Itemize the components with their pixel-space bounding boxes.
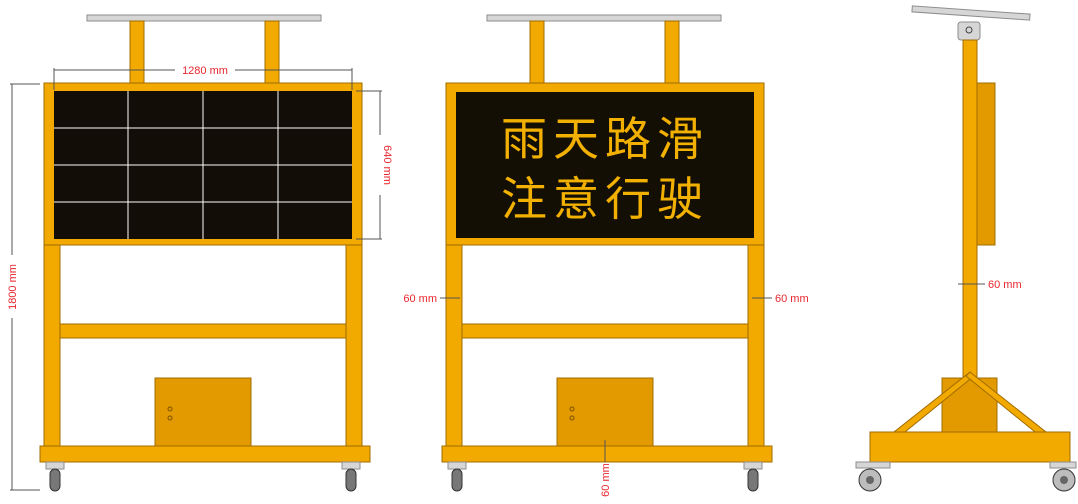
solar-mast-left [129, 20, 145, 84]
solar-panel-top-front [486, 14, 722, 22]
dim-panel-height [356, 90, 382, 240]
tilt-bracket [957, 21, 981, 41]
display-side [976, 82, 996, 246]
cell-grid-lines [54, 91, 352, 239]
label-1280: 1280 mm [182, 65, 228, 77]
battery-box-front [556, 377, 654, 447]
solar-mast-right-front [664, 20, 680, 84]
label-post-right: 60 mm [775, 293, 809, 305]
sign-line-2: 注意行驶 [501, 172, 709, 226]
solar-panel-top [86, 14, 322, 22]
leg-left-front [445, 244, 463, 451]
label-1800: 1800 mm [7, 264, 19, 310]
led-panel [456, 92, 754, 238]
rear-view: 1280 mm 640 mm 1800 mm [7, 14, 393, 492]
caster-right [341, 461, 361, 492]
solar-mast-left-front [529, 20, 545, 84]
front-view: 雨天路滑 注意行驶 60 mm 60 mm 60 mm [403, 14, 809, 497]
caster-left-front [447, 461, 467, 492]
battery-box [154, 377, 252, 447]
leg-right-front [747, 244, 765, 451]
solar-panel-side [911, 5, 1031, 21]
dim-width [53, 68, 353, 90]
label-side-post: 60 mm [988, 279, 1022, 291]
side-base [869, 431, 1071, 463]
side-caster-right [1049, 461, 1077, 492]
base-beam-front [441, 445, 773, 463]
cross-bar-front [461, 323, 749, 339]
leg-right [345, 244, 363, 451]
leg-left [43, 244, 61, 451]
side-braces [893, 371, 1047, 449]
label-640: 640 mm [381, 145, 393, 185]
side-view: 60 mm [855, 5, 1077, 492]
solar-mast-right [264, 20, 280, 84]
sign-line-1: 雨天路滑 [501, 112, 709, 166]
label-post-left: 60 mm [403, 293, 437, 305]
dim-total-height [10, 83, 40, 491]
label-bottom: 60 mm [600, 463, 612, 497]
caster-left [45, 461, 65, 492]
base-beam [39, 445, 371, 463]
side-caster-left [855, 461, 891, 492]
caster-right-front [743, 461, 763, 492]
cross-bar [59, 323, 347, 339]
